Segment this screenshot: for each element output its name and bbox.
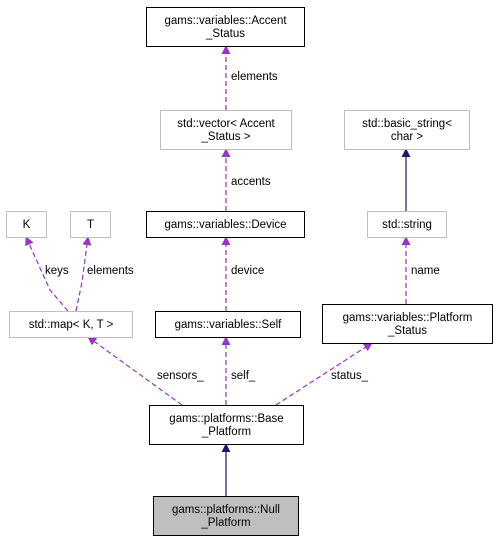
node-box: [6, 211, 47, 238]
node-platform-status[interactable]: gams::variables::Platform_Status: [322, 304, 493, 344]
edge-label: elements: [87, 265, 134, 277]
edge-label: elements: [231, 71, 278, 83]
edge-device: device: [221, 236, 264, 311]
node-box: [146, 7, 305, 47]
node-label: std::basic_string<: [362, 118, 452, 130]
edge-label: name: [411, 265, 440, 277]
node-box: [149, 405, 304, 445]
edge-self: self_: [221, 336, 256, 405]
edge-sensors: sensors_: [87, 336, 204, 406]
node-box: [70, 211, 111, 238]
node-label: char >: [391, 131, 424, 143]
edge-label: self_: [231, 370, 256, 382]
node-label: _Status: [205, 28, 245, 40]
edge-label: device: [231, 265, 264, 277]
node-vector-accent[interactable]: std::vector< Accent_Status >: [160, 110, 292, 150]
edge-label: sensors_: [157, 370, 204, 382]
edge-accents: accents: [221, 148, 271, 211]
node-label: gams::variables::Platform: [343, 312, 473, 324]
node-null-platform[interactable]: gams::platforms::Null_Platform: [153, 496, 299, 536]
node-accent-status[interactable]: gams::variables::Accent_Status: [146, 7, 305, 47]
node-label: gams::variables::Self: [175, 319, 283, 331]
node-box: [322, 304, 493, 344]
node-std-map[interactable]: std::map< K, T >: [9, 311, 133, 338]
node-label: K: [23, 219, 31, 231]
edge-name: name: [401, 236, 440, 304]
edge-elements-accent: elements: [221, 45, 278, 110]
node-box: [153, 496, 299, 536]
edge-status: status_: [275, 342, 373, 406]
node-label: gams::variables::Accent: [164, 15, 287, 27]
node-label: _Platform: [200, 517, 250, 529]
edge-keys-line: [25, 236, 69, 312]
node-label: gams::platforms::Base: [169, 413, 283, 425]
edge-elements-t: elements: [75, 236, 134, 312]
edge-label: keys: [45, 265, 69, 277]
node-label: _Status: [387, 325, 427, 337]
edge-status-line: [275, 342, 373, 406]
node-box: [146, 211, 305, 238]
node-label: _Platform: [201, 426, 251, 438]
edge-sensors-line: [87, 336, 183, 406]
node-box: [155, 311, 301, 338]
node-label: std::string: [382, 219, 432, 231]
node-std-string[interactable]: std::string: [367, 211, 447, 238]
node-label: gams::variables::Device: [164, 219, 286, 231]
node-basic-string[interactable]: std::basic_string<char >: [344, 110, 470, 150]
node-base-platform[interactable]: gams::platforms::Base_Platform: [149, 405, 304, 445]
node-box: [344, 110, 470, 150]
node-box: [367, 211, 447, 238]
edge-keys: keys: [25, 236, 69, 312]
node-label: std::vector< Accent: [177, 118, 275, 130]
edge-label: status_: [331, 370, 369, 382]
node-device[interactable]: gams::variables::Device: [146, 211, 305, 238]
node-label: _Status >: [201, 131, 251, 143]
node-label: T: [87, 219, 94, 231]
node-t[interactable]: T: [70, 211, 111, 238]
node-box: [9, 311, 133, 338]
node-label: gams::platforms::Null: [172, 504, 280, 516]
node-label: std::map< K, T >: [29, 319, 114, 331]
edge-elements-t-line: [75, 236, 92, 312]
node-k[interactable]: K: [6, 211, 47, 238]
edge-label: accents: [231, 176, 271, 188]
node-self[interactable]: gams::variables::Self: [155, 311, 301, 338]
node-box: [160, 110, 292, 150]
